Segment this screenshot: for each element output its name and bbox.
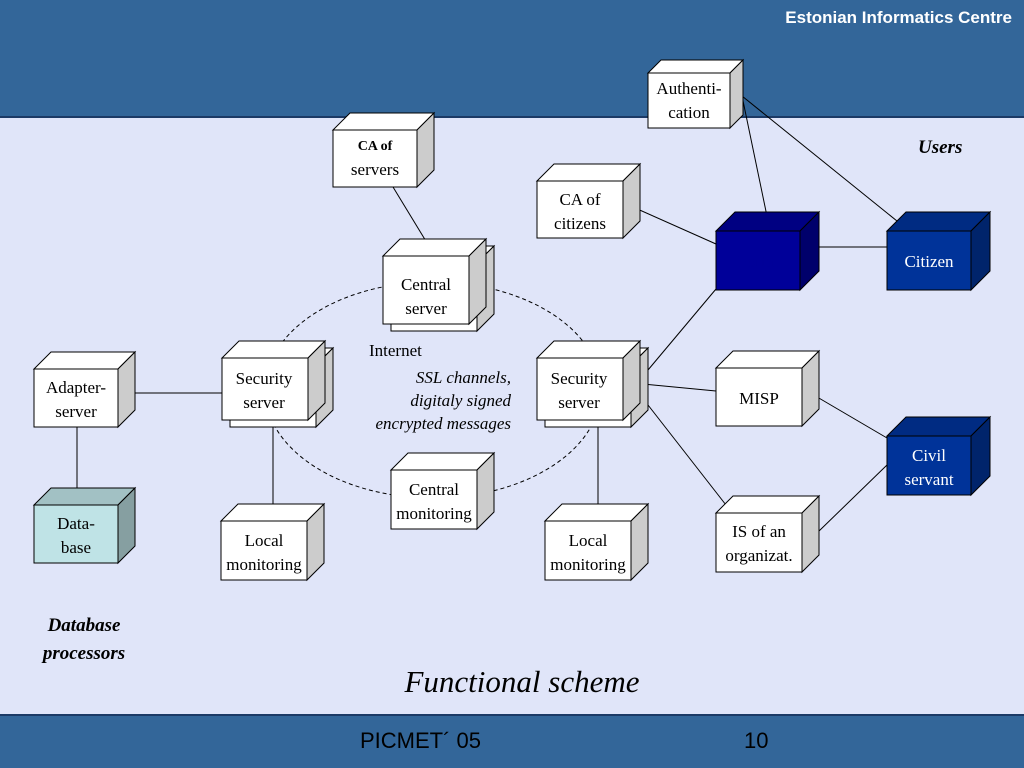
node-line: Citizen — [904, 252, 954, 271]
ca-servers-box — [331, 111, 436, 189]
node-line: citizens — [554, 214, 606, 233]
node-line: IS of an — [732, 522, 786, 541]
connector-misp-civil — [811, 393, 888, 439]
internet-label: Internet — [369, 341, 422, 360]
node-line: Civil — [911, 446, 946, 465]
connector-auth-portal — [741, 95, 769, 222]
authentication-top-face — [646, 59, 745, 74]
security-server-left-front-face — [221, 357, 309, 421]
authentication-front-face — [647, 72, 731, 129]
node-line: cation — [668, 103, 710, 122]
adapter-server-box — [32, 350, 137, 429]
node-line: Central — [400, 275, 452, 294]
local-monitoring-left-box — [219, 502, 326, 582]
connector-portal-security — [647, 288, 717, 371]
local-monitoring-right-front-face — [544, 520, 632, 581]
is-organization-top-face — [714, 495, 821, 514]
page-number: 10 — [744, 728, 769, 753]
central-monitoring-box — [389, 451, 496, 531]
connector-security-is — [647, 404, 727, 506]
node-line: CA of — [357, 139, 393, 154]
central-server-top-face — [381, 238, 488, 257]
portal-box — [714, 210, 821, 292]
channel-note-line: digitaly signed — [410, 391, 511, 410]
security-server-right-front-face — [536, 357, 624, 421]
connector-auth-citizen — [741, 95, 898, 222]
users-group-label: Users — [918, 137, 963, 158]
footer-conference: PICMET´ 05 — [360, 728, 482, 753]
security-server-left-box — [220, 339, 327, 422]
database-processors-label: Database processors — [24, 612, 144, 668]
node-line: monitoring — [396, 504, 472, 523]
node-line: servers — [350, 160, 400, 179]
node-line: MISP — [739, 389, 779, 408]
misp-top-face — [714, 350, 821, 369]
node-line: Security — [550, 369, 608, 388]
ca-citizens-top-face — [535, 163, 642, 182]
central-monitoring-front-face — [390, 469, 478, 530]
local-monitoring-right-top-face — [543, 503, 650, 522]
security-server-right-box — [535, 339, 642, 422]
node-line: monitoring — [226, 555, 302, 574]
central-server-front-face — [382, 255, 470, 325]
connector-is-civil — [817, 464, 888, 533]
channel-note-line: SSL channels, — [415, 368, 511, 387]
node-line: server — [405, 299, 447, 318]
channel-note-line: encrypted messages — [375, 414, 512, 433]
node-line: Portal — [737, 252, 779, 271]
database-processors-line: processors — [42, 643, 126, 664]
connector-ca-citizens-portal — [632, 206, 717, 245]
authentication-box — [646, 58, 745, 130]
misp-front-face — [715, 367, 803, 427]
node-line: server — [55, 402, 97, 421]
channel-note: SSL channels, digitaly signed encrypted … — [340, 366, 512, 435]
is-organization-box — [714, 494, 821, 574]
organization-name: Estonian Informatics Centre — [785, 8, 1012, 27]
portal-front-face — [715, 230, 801, 291]
node-line: Local — [568, 531, 608, 550]
ca-citizens-front-face — [536, 180, 624, 239]
central-server-box — [381, 237, 488, 326]
node-line: server — [243, 393, 285, 412]
node-line: Local — [244, 531, 284, 550]
footer-band: PICMET´ 05 10 — [0, 714, 1024, 768]
node-line: Security — [235, 369, 293, 388]
local-monitoring-right-box — [543, 502, 650, 582]
local-monitoring-left-front-face — [220, 520, 308, 581]
node-line: CA of — [559, 190, 601, 209]
slide-title: Functional scheme — [404, 664, 640, 699]
header-band: Estonian Informatics Centre — [0, 0, 1024, 118]
node-line: servant — [904, 470, 954, 489]
node-line: organizat. — [725, 546, 793, 565]
database-box — [32, 486, 137, 565]
ca-citizens-box — [535, 162, 642, 240]
node-line: Data- — [57, 514, 95, 533]
security-server-right-top-face — [535, 340, 642, 359]
node-line: base — [60, 538, 92, 557]
citizen-box — [885, 210, 992, 292]
civil-servant-front-face — [886, 435, 972, 496]
civil-servant-box — [885, 415, 992, 497]
node-line: monitoring — [550, 555, 626, 574]
node-line: Authenti- — [656, 79, 722, 98]
citizen-front-face — [886, 230, 972, 291]
database-front-face — [33, 504, 119, 564]
database-processors-line: Database — [47, 615, 121, 636]
node-line: Adapter- — [45, 378, 107, 397]
misp-box — [714, 349, 821, 428]
adapter-server-front-face — [33, 368, 119, 428]
local-monitoring-left-top-face — [219, 503, 326, 522]
ca-servers-front-face — [332, 129, 418, 188]
node-line: Central — [408, 480, 460, 499]
node-line: server — [558, 393, 600, 412]
central-monitoring-top-face — [389, 452, 496, 471]
security-server-left-top-face — [220, 340, 327, 359]
is-organization-front-face — [715, 512, 803, 573]
